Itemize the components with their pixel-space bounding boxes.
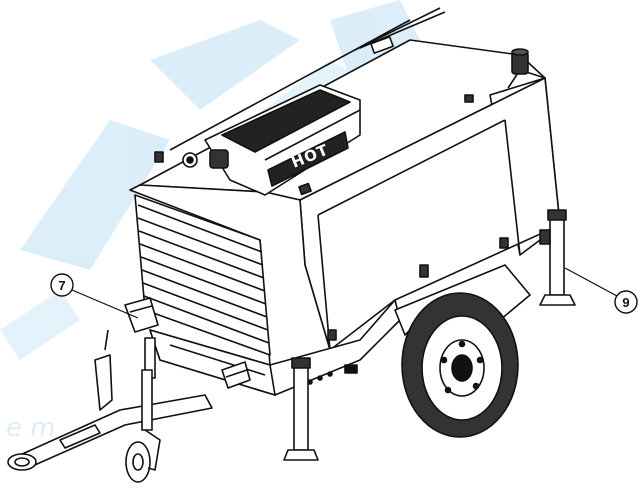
wheel xyxy=(401,292,519,438)
tow-bar xyxy=(7,329,213,471)
exhaust-muffler-box: HOT xyxy=(182,84,361,196)
callout-9: 9 xyxy=(564,267,638,314)
callout-9-label: 9 xyxy=(622,295,629,310)
nose-wheel xyxy=(125,369,161,483)
right-jack-stand xyxy=(539,209,576,306)
latches xyxy=(154,94,509,341)
left-jack-stand-handle xyxy=(124,297,251,389)
lifting-bail xyxy=(169,7,446,151)
watermark-text: e m xyxy=(6,413,56,443)
front-jack-stand xyxy=(283,357,319,461)
front-grille xyxy=(134,194,271,356)
callout-7-label: 7 xyxy=(58,278,65,293)
callout-7: 7 xyxy=(50,273,139,319)
filler-cap-icon xyxy=(511,48,529,75)
